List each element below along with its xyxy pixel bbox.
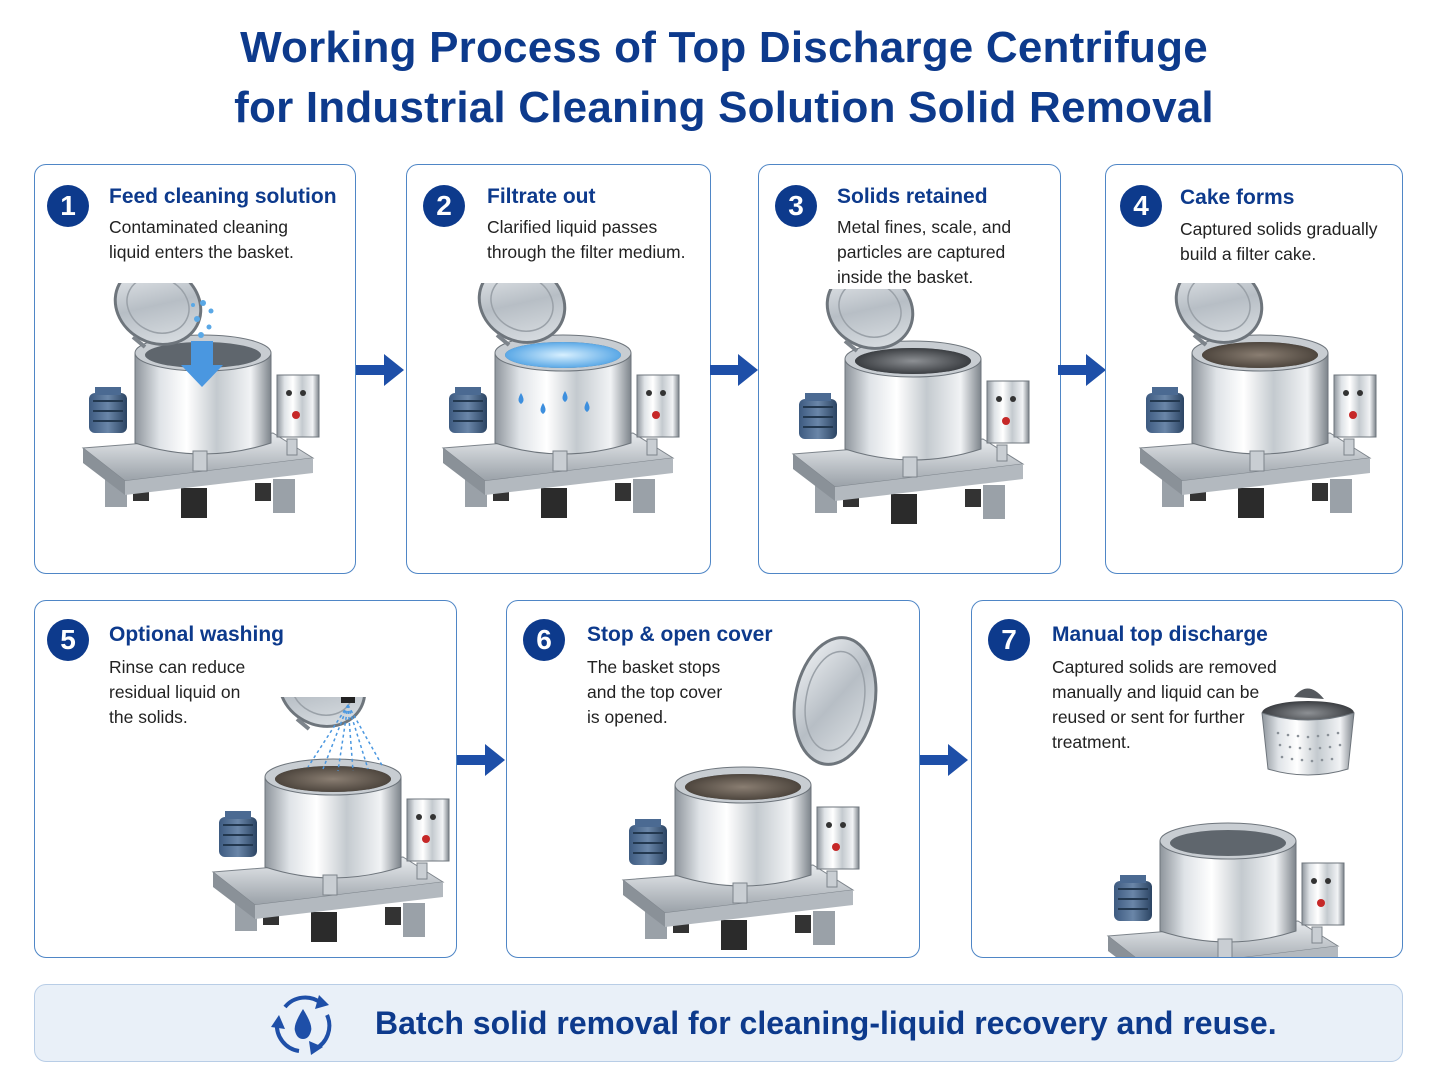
step-title: Stop & open cover	[587, 623, 773, 646]
step-card-7: 7 Manual top discharge Captured solids a…	[971, 600, 1403, 958]
step-title: Cake forms	[1180, 186, 1295, 209]
centrifuge-open-cover-illustration	[622, 636, 878, 951]
step-title: Filtrate out	[487, 185, 596, 208]
step-number-badge: 5	[47, 619, 89, 661]
centrifuge-cake-illustration	[1139, 283, 1377, 519]
flow-arrow-right	[356, 354, 404, 386]
centrifuge-wash-illustration	[212, 697, 450, 943]
centrifuge-filtrate-illustration	[442, 283, 680, 519]
title-line-2: for Industrial Cleaning Solution Solid R…	[234, 83, 1214, 132]
step-title: Optional washing	[109, 623, 285, 646]
centrifuge-feed-illustration	[82, 283, 320, 519]
step-number-badge: 7	[988, 619, 1030, 661]
centrifuge-solids-illustration	[792, 289, 1030, 525]
flow-arrow-right	[1058, 354, 1106, 386]
step-number-badge: 3	[775, 185, 817, 227]
step-title: Manual top discharge	[1052, 623, 1268, 646]
flow-arrow-right	[920, 744, 968, 776]
step-number-badge: 1	[47, 185, 89, 227]
flow-arrow-right	[457, 744, 505, 776]
step-title: Solids retained	[837, 185, 988, 208]
flow-arrow-right	[710, 354, 758, 386]
centrifuge-discharge-illustration	[1107, 688, 1355, 957]
step-number-badge: 6	[523, 619, 565, 661]
step-card-3: 3 Solids retained Metal fines, scale, an…	[758, 164, 1061, 574]
summary-banner: Batch solid removal for cleaning-liquid …	[34, 984, 1403, 1062]
step-number-badge: 4	[1120, 185, 1162, 227]
recycle-water-drop-icon	[271, 995, 332, 1055]
step-number-badge: 2	[423, 185, 465, 227]
banner-text: Batch solid removal for cleaning-liquid …	[375, 1005, 1277, 1041]
step-card-1: 1 Feed cleaning solution Contaminated cl…	[34, 164, 356, 574]
page-title: Working Process of Top Discharge Centrif…	[0, 18, 1448, 138]
step-title: Feed cleaning solution	[109, 185, 337, 208]
title-line-1: Working Process of Top Discharge Centrif…	[240, 23, 1208, 72]
